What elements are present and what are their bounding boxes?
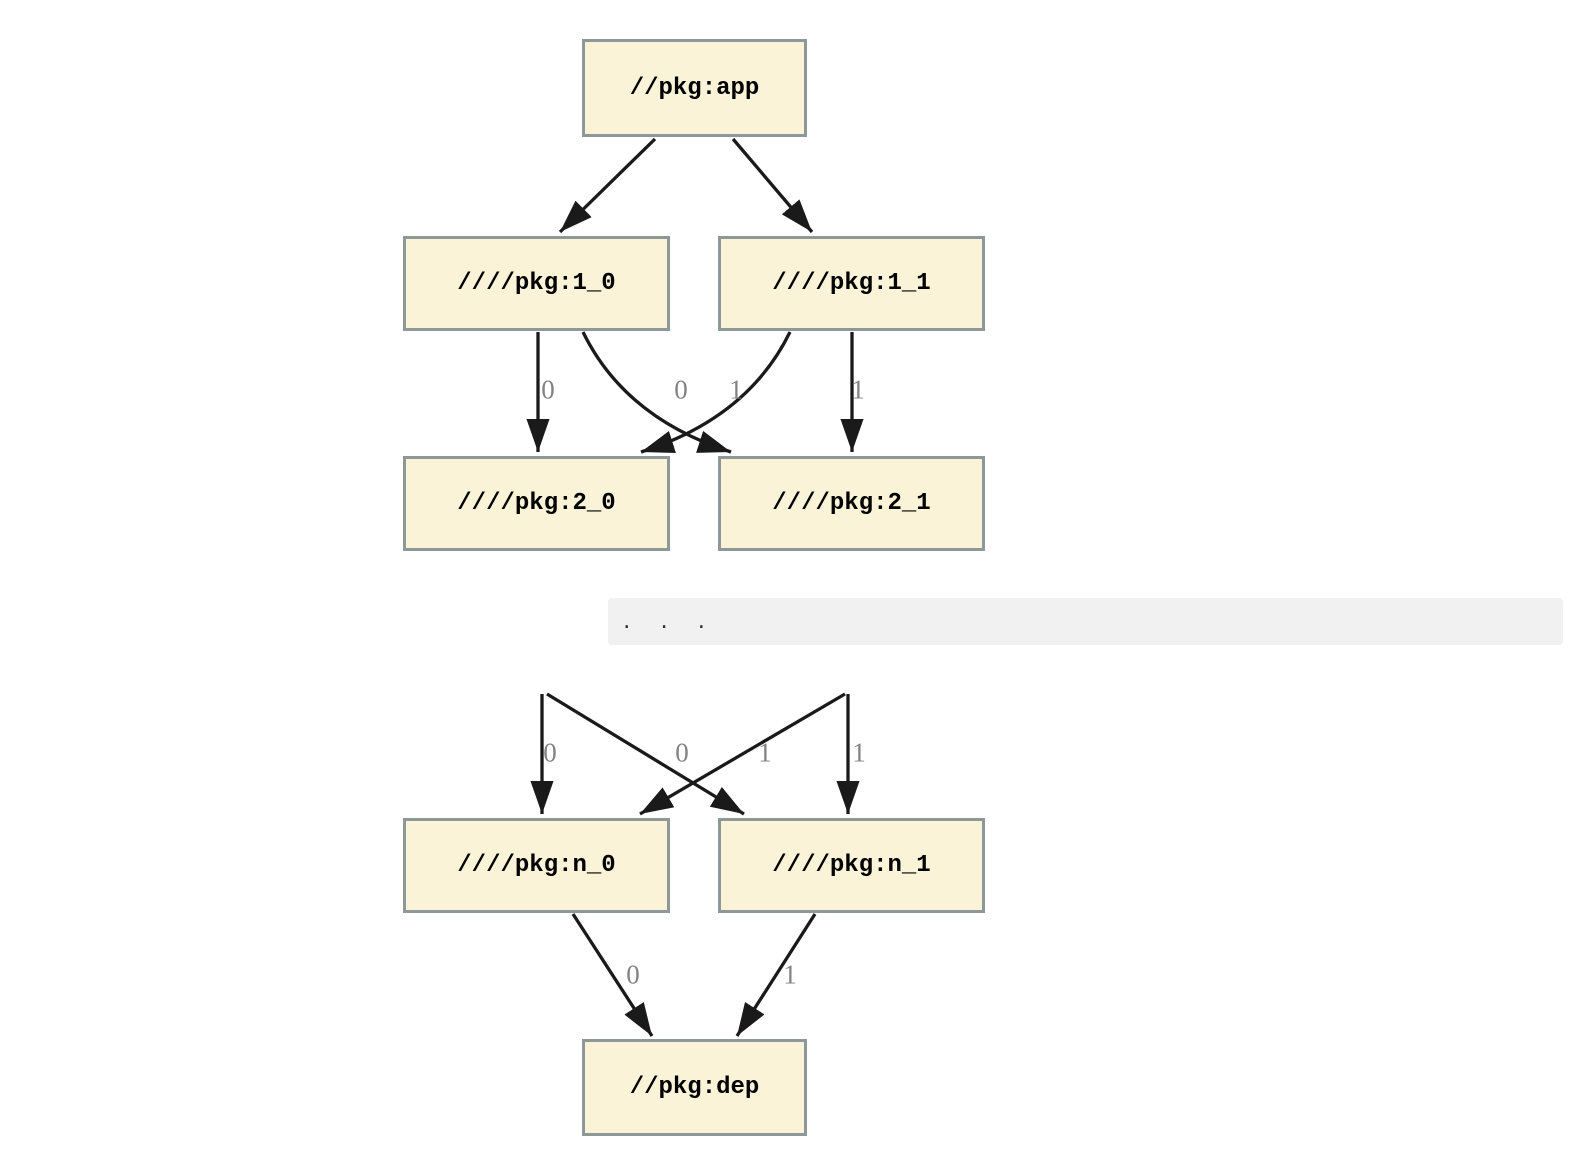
node-pkg-dep: //pkg:dep: [582, 1039, 807, 1136]
edge-1-0-to-2-1: [581, 331, 732, 454]
edge-1-1-to-2-0: [640, 331, 792, 454]
ellipsis-text: . . .: [621, 610, 709, 633]
node-pkg-1-1: ////pkg:1_1: [718, 236, 985, 331]
node-pkg-n-0: ////pkg:n_0: [403, 818, 670, 913]
node-label: ////pkg:1_1: [772, 270, 931, 297]
node-pkg-n-1: ////pkg:n_1: [718, 818, 985, 913]
edge-label-n-0-to-dep: 0: [626, 959, 640, 990]
node-label: //pkg:dep: [629, 1074, 760, 1101]
node-label: ////pkg:n_1: [772, 852, 931, 879]
node-pkg-2-0: ////pkg:2_0: [403, 456, 670, 551]
node-label: ////pkg:1_0: [457, 270, 616, 297]
node-pkg-app: //pkg:app: [582, 39, 807, 137]
edge-app-to-1-1: [731, 137, 814, 234]
node-pkg-2-1: ////pkg:2_1: [718, 456, 985, 551]
node-label: ////pkg:n_0: [457, 852, 616, 879]
edge-label-1-0-to-2-0: 0: [541, 374, 555, 405]
edge-label-to-n-0-cross: 0: [675, 737, 689, 768]
edge-n-0-to-dep: [571, 913, 654, 1037]
edge-label-to-n-1-cross: 1: [758, 737, 772, 768]
node-label: //pkg:app: [629, 74, 760, 102]
edge-label-1-1-to-2-1: 1: [851, 374, 865, 405]
edge-app-to-1-0: [558, 137, 657, 234]
edge-n-1-to-dep: [735, 913, 817, 1037]
edge-label-1-0-to-2-1: 1: [729, 374, 743, 405]
node-label: ////pkg:2_0: [457, 490, 616, 517]
edge-label-to-n-0-straight: 0: [543, 737, 557, 768]
edge-label-1-1-to-2-0: 0: [674, 374, 688, 405]
edge-ellipsis-to-n-0-cross: [639, 692, 846, 816]
code-ellipsis-band: . . .: [608, 598, 1563, 645]
edge-label-n-1-to-dep: 1: [783, 959, 797, 990]
node-label: ////pkg:2_1: [772, 490, 931, 517]
edge-label-to-n-1-straight: 1: [852, 737, 866, 768]
edge-ellipsis-to-n-1-cross: [546, 692, 745, 816]
node-pkg-1-0: ////pkg:1_0: [403, 236, 670, 331]
